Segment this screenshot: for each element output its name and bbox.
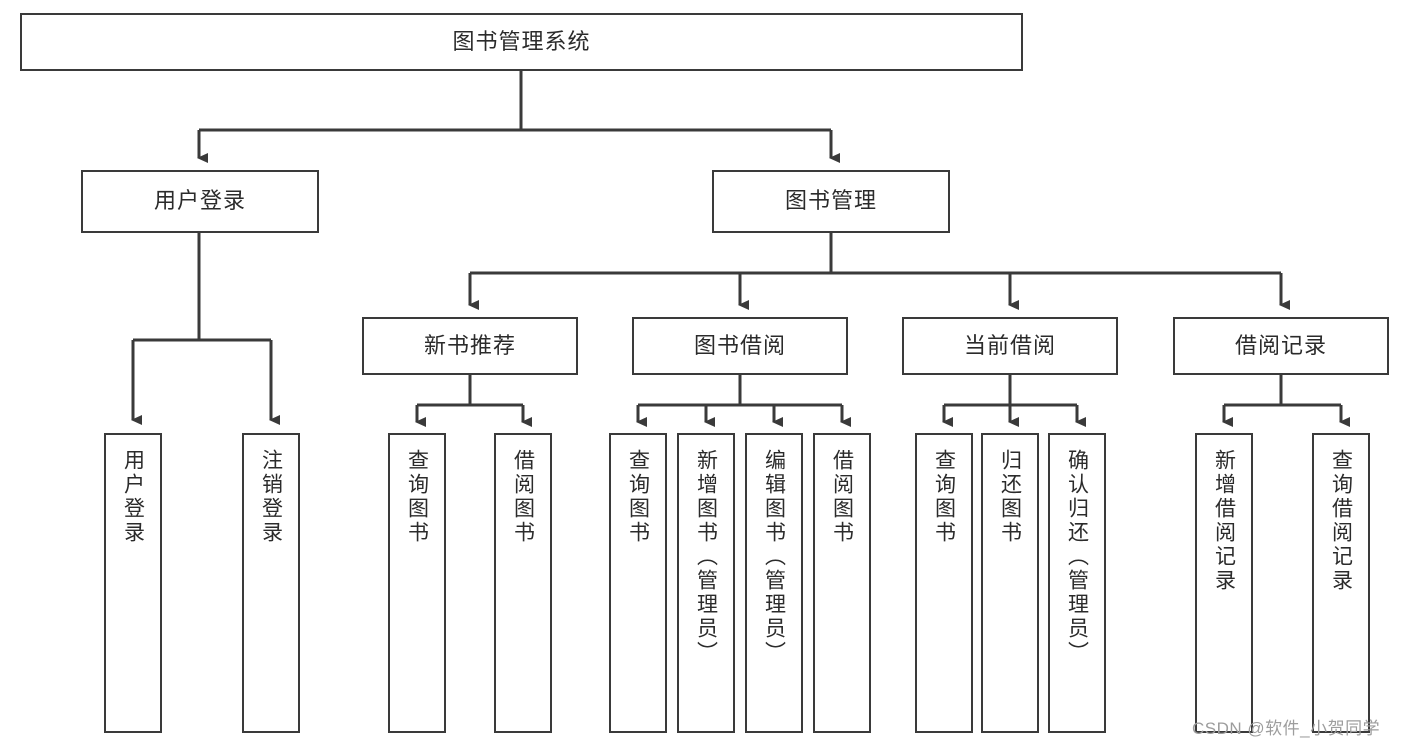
node-label: 图书管理	[784, 188, 877, 214]
node-label: 查询借阅记录	[1329, 449, 1353, 593]
node-root-system[interactable]: 图书管理系统	[20, 13, 1023, 71]
node-label: 注销登录	[259, 449, 283, 545]
node-label: 借阅记录	[1234, 332, 1327, 358]
leaf-borrow-borrow-book[interactable]: 借阅图书	[813, 433, 871, 733]
leaf-user-login[interactable]: 用户登录	[104, 433, 162, 733]
node-label: 归还图书	[998, 449, 1022, 545]
node-new-book-recommend[interactable]: 新书推荐	[362, 317, 578, 375]
leaf-borrow-edit-book-admin[interactable]: 编辑图书（管理员）	[745, 433, 803, 733]
leaf-user-logout[interactable]: 注销登录	[242, 433, 300, 733]
node-label: 查询图书	[405, 449, 429, 545]
leaf-newbook-borrow-book[interactable]: 借阅图书	[494, 433, 552, 733]
node-label: 用户登录	[121, 449, 145, 545]
leaf-newbook-query-book[interactable]: 查询图书	[388, 433, 446, 733]
node-book-management[interactable]: 图书管理	[712, 170, 950, 233]
leaf-current-query-book[interactable]: 查询图书	[915, 433, 973, 733]
leaf-current-confirm-return-admin[interactable]: 确认归还（管理员）	[1048, 433, 1106, 733]
leaf-current-return-book[interactable]: 归还图书	[981, 433, 1039, 733]
leaf-record-add-record[interactable]: 新增借阅记录	[1195, 433, 1253, 733]
node-label: 借阅图书	[830, 449, 854, 545]
leaf-borrow-query-book[interactable]: 查询图书	[609, 433, 667, 733]
node-borrow-record[interactable]: 借阅记录	[1173, 317, 1389, 375]
node-label: 新书推荐	[423, 332, 516, 358]
node-label: 图书管理系统	[452, 28, 591, 54]
leaf-borrow-add-book-admin[interactable]: 新增图书（管理员）	[677, 433, 735, 733]
csdn-watermark: CSDN @软件_小贺同学	[1192, 719, 1381, 738]
node-current-borrow[interactable]: 当前借阅	[902, 317, 1118, 375]
node-label: 新增图书（管理员）	[694, 449, 718, 665]
node-label: 用户登录	[153, 188, 246, 214]
node-label: 确认归还（管理员）	[1065, 449, 1089, 665]
node-label: 编辑图书（管理员）	[762, 449, 786, 665]
node-user-login[interactable]: 用户登录	[81, 170, 319, 233]
node-label: 当前借阅	[963, 332, 1056, 358]
node-label: 图书借阅	[693, 332, 786, 358]
node-label: 新增借阅记录	[1212, 449, 1236, 593]
node-label: 借阅图书	[511, 449, 535, 545]
node-book-borrow[interactable]: 图书借阅	[632, 317, 848, 375]
node-label: 查询图书	[932, 449, 956, 545]
leaf-record-query-record[interactable]: 查询借阅记录	[1312, 433, 1370, 733]
node-label: 查询图书	[626, 449, 650, 545]
